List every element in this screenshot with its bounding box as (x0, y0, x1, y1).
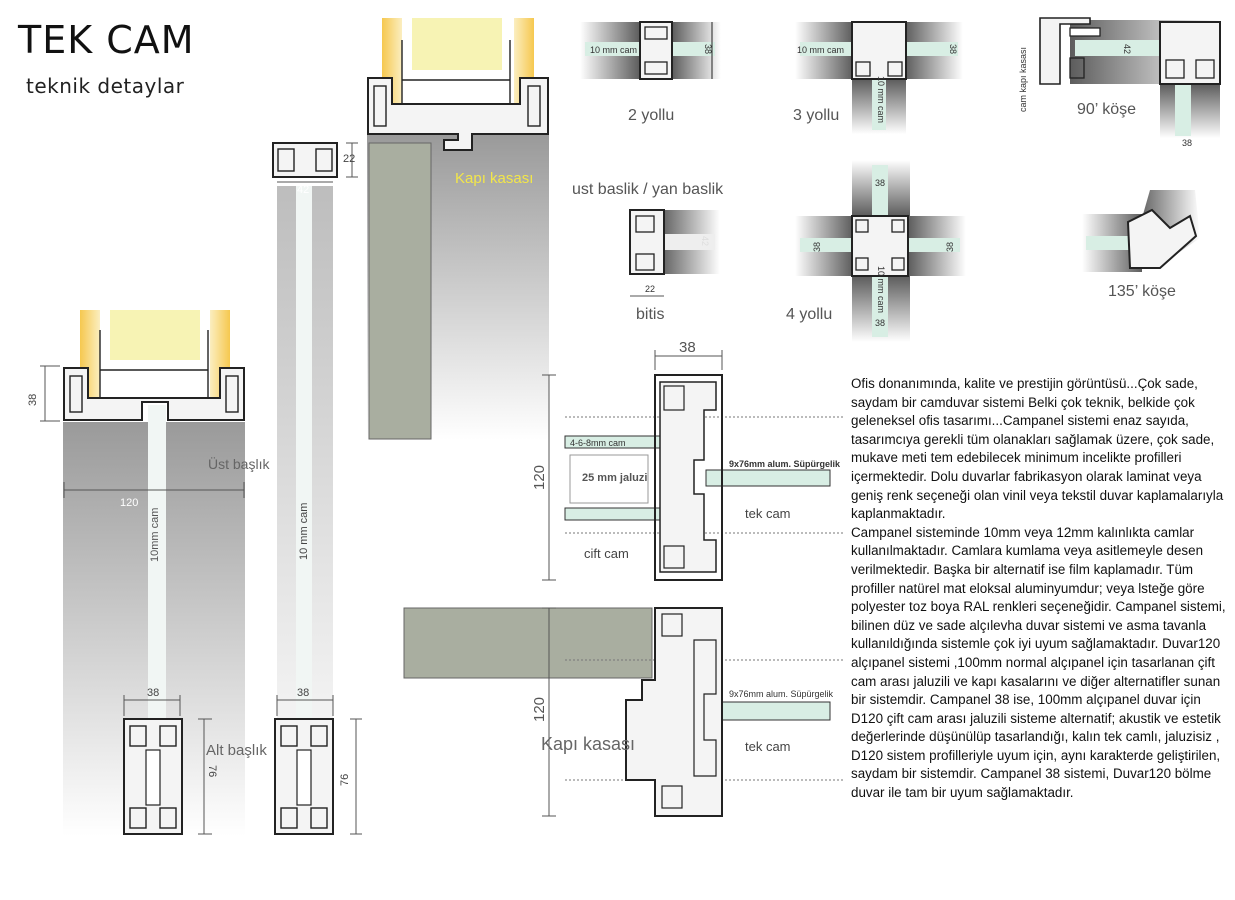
end-label: bitis (636, 306, 665, 323)
dim-38-bottom-label: 38 (147, 687, 160, 699)
kapi-kasasi-section (367, 18, 549, 440)
page-subtitle: teknik detaylar (26, 74, 185, 98)
four-way-connector (795, 160, 966, 342)
dim-38-label: 38 (27, 393, 39, 406)
three-way-dim: 38 (948, 44, 958, 55)
alt-baslik-profile-1 (123, 695, 212, 835)
two-way-label: 2 yollu (628, 107, 675, 124)
corner-90-side-label: cam kapı kasası (1018, 46, 1028, 112)
dim-76-label: 76 (206, 765, 218, 778)
kapi-kasasi-section-label: Kapı kasası (541, 734, 636, 754)
end-dim: 22 (645, 284, 656, 294)
corner-90-label: 90’ köşe (1077, 101, 1136, 118)
dim-120-label: 120 (120, 497, 139, 509)
tek-cam-label-1: tek cam (745, 506, 791, 521)
four-way-dim-bottom: 38 (875, 318, 886, 328)
section-dim-top: 38 (679, 339, 696, 356)
dim-42-label: 42 (297, 184, 310, 196)
three-way-connector (795, 21, 963, 134)
two-way-dim: 38 (703, 44, 713, 55)
header-side-dim: 42 (700, 236, 710, 247)
corner-90-connector (1039, 17, 1221, 138)
glass-label-10mm: 10mm cam (149, 507, 161, 562)
dim-22-label: 22 (343, 153, 356, 165)
three-way-label: 3 yollu (793, 107, 840, 124)
two-way-glass-label: 10 mm cam (590, 45, 638, 55)
description-paragraph-1: Ofis donanımında, kalite ve prestijin gö… (851, 376, 1224, 522)
two-way-connector (580, 21, 721, 80)
description-paragraph-2: Campanel sisteminde 10mm veya 12mm kalın… (851, 524, 1226, 801)
three-way-glass-h: 10 mm cam (797, 45, 845, 55)
tek-cam-label-2: tek cam (745, 739, 791, 754)
corner-135-connector (1082, 190, 1200, 272)
four-way-label: 4 yollu (786, 306, 833, 323)
four-way-dim-left: 38 (812, 241, 822, 252)
header-side-label: ust baslik / yan baslik (572, 181, 724, 198)
four-way-glass-v: 10 mm cam (876, 266, 886, 314)
corner-90-dim-b: 38 (1182, 138, 1193, 148)
glass-label-10-mm: 10 mm cam (298, 502, 310, 560)
section-dim-height-1: 120 (531, 464, 548, 490)
dim-38-bottom2-label: 38 (297, 687, 310, 699)
narrow-section (272, 142, 362, 836)
section-dim-height-2: 120 (531, 696, 548, 722)
corner-135-label: 135’ köşe (1108, 283, 1176, 300)
supurgelik-label-1: 9x76mm alum. Süpürgelik (729, 459, 841, 469)
door-frame-section (403, 607, 845, 817)
alt-baslik-label: Alt başlık (206, 742, 267, 759)
supurgelik-label-2: 9x76mm alum. Süpürgelik (729, 689, 834, 699)
kapi-kasasi-label: Kapı kasası (455, 170, 534, 187)
cift-cam-label: cift cam (584, 546, 629, 561)
ust-baslik-label: Üst başlık (208, 456, 270, 472)
double-glass-section (542, 350, 845, 581)
description-text: Ofis donanımında, kalite ve prestijin gö… (851, 375, 1229, 803)
glass-468-label: 4-6-8mm cam (570, 438, 626, 448)
header-side-connector (629, 209, 720, 297)
jaluzi-label: 25 mm jaluzi (582, 472, 648, 484)
three-way-glass-v: 10 mm cam (876, 76, 886, 124)
dim-76b-label: 76 (339, 773, 351, 786)
page-title: TEK CAM (18, 18, 195, 62)
four-way-dim-right: 38 (945, 241, 955, 252)
four-way-dim-top: 38 (875, 178, 886, 188)
corner-90-dim-a: 42 (1122, 44, 1132, 55)
